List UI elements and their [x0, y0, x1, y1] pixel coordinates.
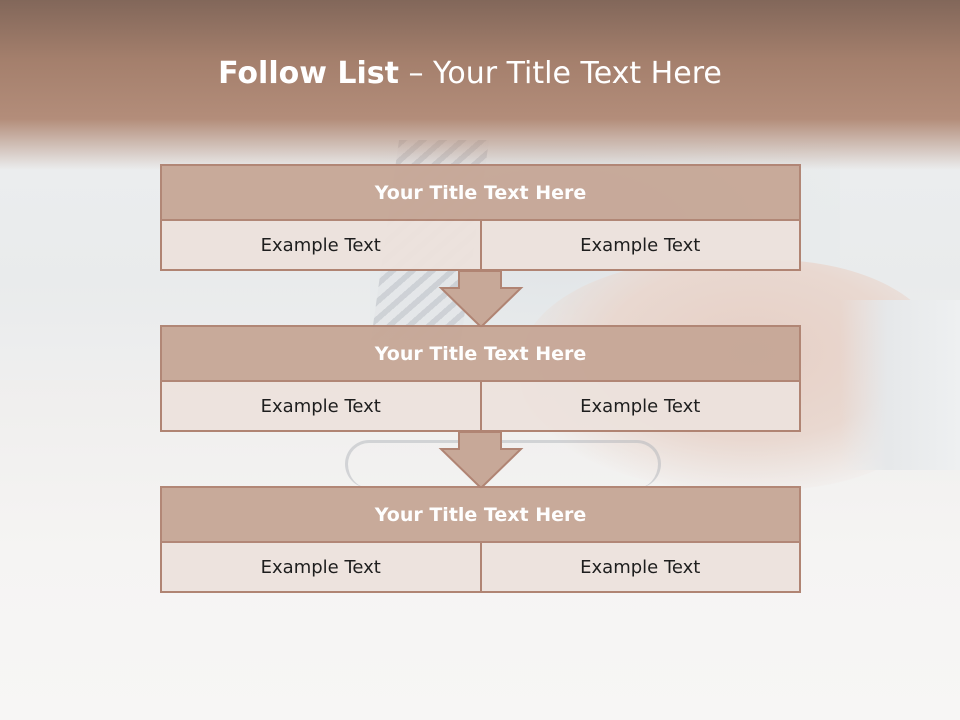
step-title-3: Your Title Text Here — [160, 486, 801, 543]
step-block-2: Your Title Text Here Example Text Exampl… — [160, 325, 801, 432]
step-2-left-cell: Example Text — [160, 382, 482, 432]
step-row-1: Example Text Example Text — [160, 221, 801, 271]
step-2-right-cell: Example Text — [481, 382, 801, 432]
step-row-3: Example Text Example Text — [160, 543, 801, 593]
step-1-right-cell: Example Text — [481, 221, 801, 271]
step-1-left-cell: Example Text — [160, 221, 482, 271]
step-title-2: Your Title Text Here — [160, 325, 801, 382]
step-block-1: Your Title Text Here Example Text Exampl… — [160, 164, 801, 271]
slide-title: Follow List – Your Title Text Here — [0, 56, 940, 91]
down-arrow-icon — [438, 270, 524, 329]
background-cuff — [840, 300, 960, 470]
step-3-left-cell: Example Text — [160, 543, 482, 593]
slide-title-rest: – Your Title Text Here — [398, 56, 722, 91]
step-title-1: Your Title Text Here — [160, 164, 801, 221]
step-block-3: Your Title Text Here Example Text Exampl… — [160, 486, 801, 593]
step-row-2: Example Text Example Text — [160, 382, 801, 432]
down-arrow-icon — [438, 431, 524, 490]
step-3-right-cell: Example Text — [481, 543, 801, 593]
background-pen — [345, 440, 661, 488]
slide-title-bold: Follow List — [218, 56, 399, 91]
header-band — [0, 0, 960, 170]
